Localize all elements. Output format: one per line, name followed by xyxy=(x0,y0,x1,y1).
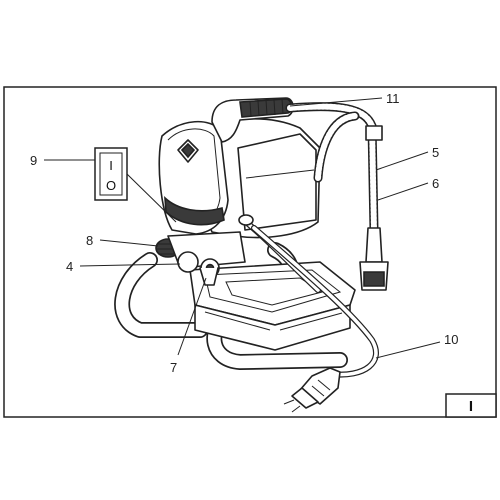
leader-6 xyxy=(377,182,429,201)
on-off-switch-inset: I O xyxy=(94,147,128,201)
leader-4 xyxy=(79,263,181,267)
leader-7 xyxy=(177,277,207,356)
leader-10 xyxy=(375,341,441,359)
callout-8: 8 xyxy=(86,233,93,248)
page-tab: I xyxy=(445,393,497,418)
callout-5: 5 xyxy=(432,145,439,160)
switch-on-symbol: I xyxy=(109,158,113,173)
callout-7: 7 xyxy=(170,360,177,375)
diagram-border xyxy=(3,86,497,418)
callout-10: 10 xyxy=(444,332,458,347)
power-cable xyxy=(251,225,379,378)
page-tab-label: I xyxy=(469,398,473,415)
pump-unit xyxy=(167,231,246,286)
callout-4: 4 xyxy=(66,259,73,274)
switch-off-symbol: O xyxy=(106,178,116,193)
leader-5 xyxy=(375,151,429,171)
leader-9b xyxy=(126,173,177,223)
leader-11 xyxy=(289,97,383,107)
callout-11: 11 xyxy=(386,91,400,106)
callout-6: 6 xyxy=(432,176,439,191)
power-plug xyxy=(283,367,341,413)
paint-hose xyxy=(285,102,389,291)
callout-9: 9 xyxy=(30,153,37,168)
leader-8 xyxy=(99,239,159,247)
